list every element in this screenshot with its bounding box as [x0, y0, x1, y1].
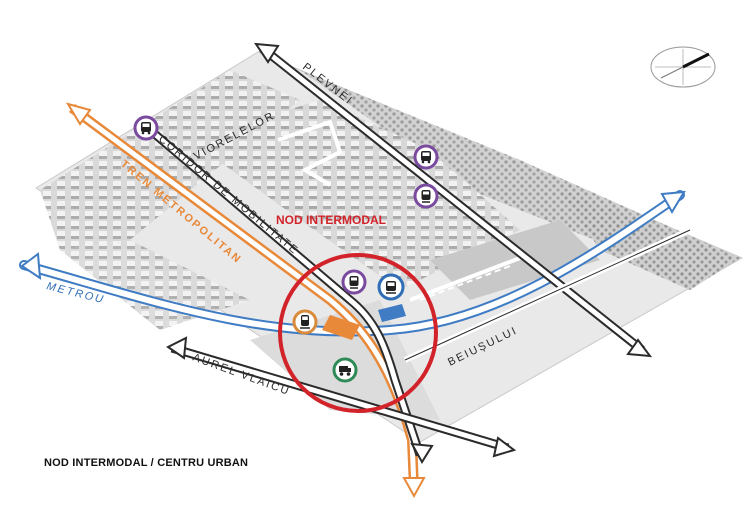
- metro-station-block: [378, 304, 406, 322]
- north-arrow-icon: [650, 46, 716, 88]
- plevnei-arrow-bottom: [626, 338, 653, 358]
- tram-stop-plevnei[interactable]: [413, 183, 439, 209]
- local-streets: [277, 119, 521, 302]
- tren-arrow-bottom: [402, 477, 426, 499]
- train-icon: [300, 315, 310, 329]
- map-caption: NOD INTERMODAL / CENTRU URBAN: [44, 457, 249, 469]
- tram-icon: [421, 190, 431, 203]
- aurel-arrow-left: [166, 336, 188, 360]
- metrou-line: [19, 190, 686, 337]
- bus-stop-viorelelor[interactable]: [133, 115, 159, 141]
- coridor-de-mobilitate: [147, 126, 434, 464]
- metrou-arrow-left: [20, 252, 42, 280]
- aurel-vlaicu-road: [166, 336, 517, 458]
- coridor-arrow-bottom: [410, 442, 434, 464]
- train-stop-nod[interactable]: [292, 309, 318, 335]
- bus-stop-plevnei-1[interactable]: [413, 144, 439, 170]
- tram-stop-nod[interactable]: [341, 269, 367, 295]
- bus-icon: [421, 151, 431, 164]
- tren-arrow-top: [65, 102, 92, 126]
- beiusului-road: [403, 227, 692, 363]
- label-nod-intermodal: NOD INTERMODAL: [276, 213, 386, 227]
- nod-intermodal-circle: [278, 253, 438, 413]
- metro-icon: [386, 281, 396, 294]
- bike-stop-nod[interactable]: [332, 357, 358, 383]
- bike-icon: [339, 366, 351, 376]
- plevnei-arrow-top: [254, 42, 280, 64]
- plevnei-road: [254, 42, 653, 358]
- bus-icon: [141, 122, 151, 135]
- aurel-arrow-right: [492, 436, 517, 458]
- tren-station: [322, 315, 360, 340]
- metro-stop-nod[interactable]: [377, 273, 405, 301]
- tram-icon: [349, 276, 359, 289]
- metrou-arrow-right: [660, 190, 686, 214]
